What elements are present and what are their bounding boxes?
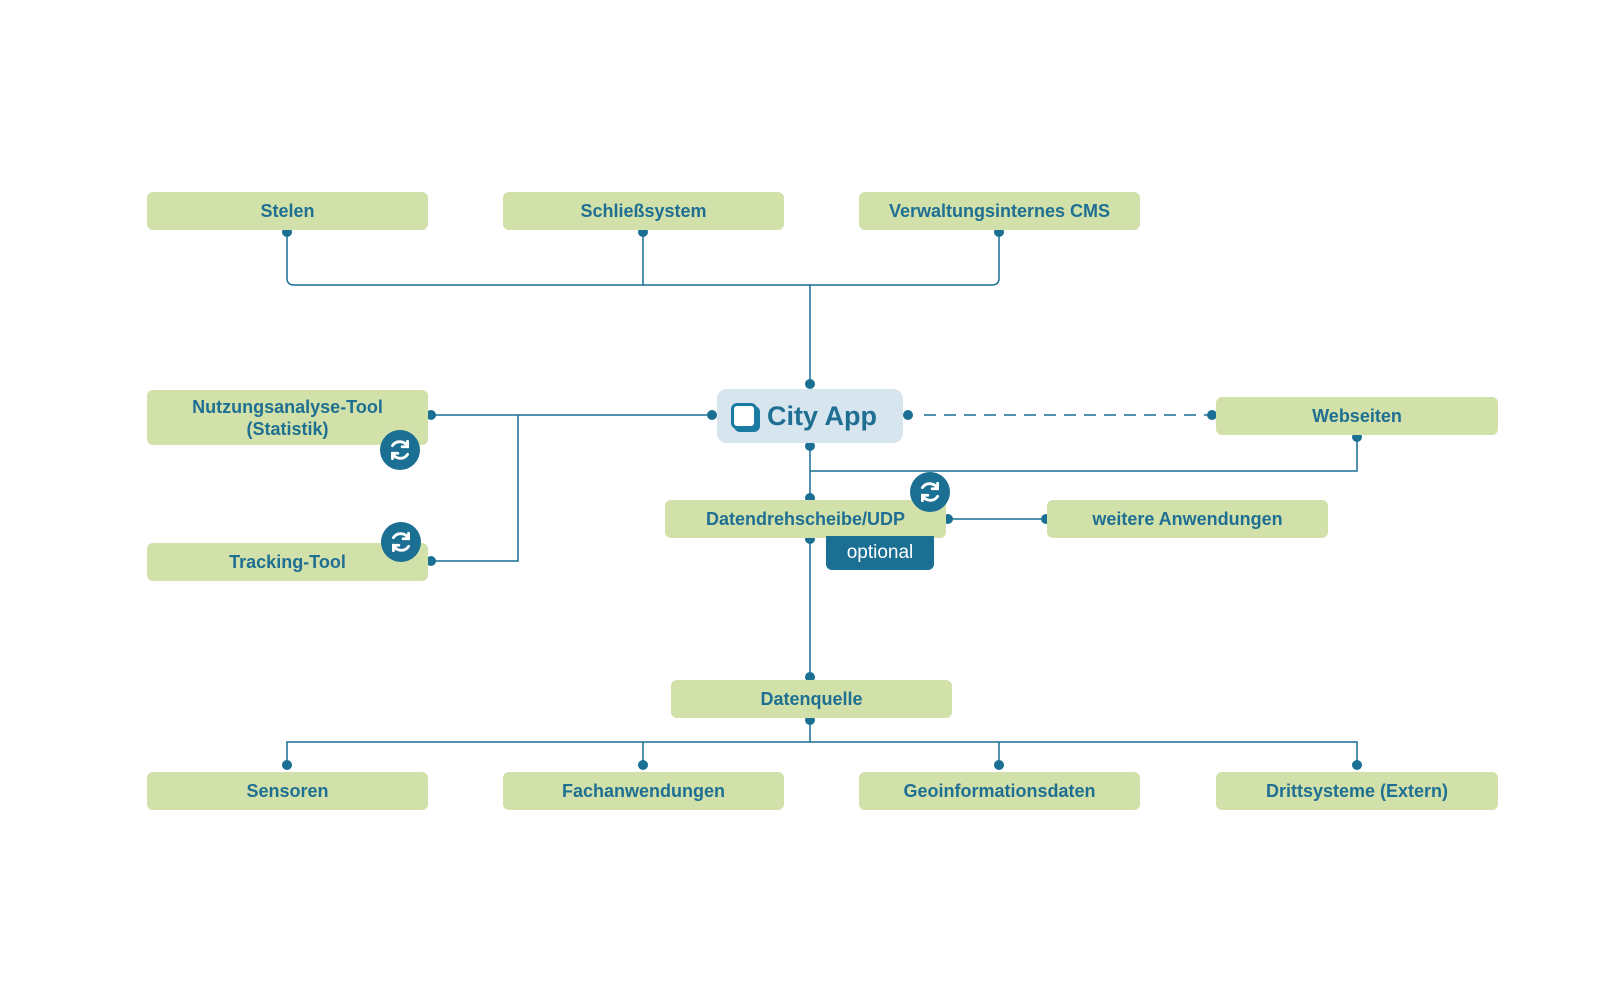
- port-dot: [994, 760, 1004, 770]
- port-dot: [805, 379, 815, 389]
- node-fachanwendungen[interactable]: Fachanwendungen: [503, 772, 784, 810]
- node-label: Fachanwendungen: [561, 781, 725, 801]
- node-label: Nutzungsanalyse-Tool (Statistik): [192, 396, 383, 439]
- node-datendrehscheibe[interactable]: Datendrehscheibe/UDP: [665, 500, 946, 538]
- port-dot: [805, 672, 815, 682]
- port-dot: [426, 410, 436, 420]
- node-label: weitere Anwendungen: [1092, 509, 1283, 529]
- bottom-sources-connector: [286, 741, 1358, 765]
- node-geoinformationsdaten[interactable]: Geoinformationsdaten: [859, 772, 1140, 810]
- webseiten-connector: [810, 437, 1358, 472]
- port-dot: [903, 410, 913, 420]
- port-dot: [805, 441, 815, 451]
- node-city-app[interactable]: City App: [717, 389, 903, 443]
- tracking-connector: [431, 415, 519, 562]
- sync-icon: [380, 430, 420, 470]
- node-label: Tracking-Tool: [229, 552, 346, 572]
- port-dot: [1207, 410, 1217, 420]
- node-label: Sensoren: [246, 781, 329, 801]
- node-stelen[interactable]: Stelen: [147, 192, 428, 230]
- node-label: Datenquelle: [760, 689, 863, 709]
- app-window-icon: [731, 403, 757, 429]
- node-drittsysteme[interactable]: Drittsysteme (Extern): [1216, 772, 1498, 810]
- optional-badge: optional: [826, 536, 934, 570]
- node-label: Verwaltungsinternes CMS: [888, 201, 1111, 221]
- node-label: Schließsystem: [580, 201, 707, 221]
- node-datenquelle[interactable]: Datenquelle: [671, 680, 952, 718]
- sync-icon: [381, 522, 421, 562]
- node-schliesssystem[interactable]: Schließsystem: [503, 192, 784, 230]
- city-app-label: City App: [767, 400, 877, 431]
- node-label: Stelen: [260, 201, 315, 221]
- port-dot: [638, 760, 648, 770]
- node-tracking-tool[interactable]: Tracking-Tool: [147, 543, 428, 581]
- node-sensoren[interactable]: Sensoren: [147, 772, 428, 810]
- port-dot: [1352, 760, 1362, 770]
- node-verwaltungsinternes-cms[interactable]: Verwaltungsinternes CMS: [859, 192, 1140, 230]
- port-dot: [707, 410, 717, 420]
- port-dot: [426, 556, 436, 566]
- node-label: Geoinformationsdaten: [903, 781, 1096, 801]
- node-nutzungsanalyse-tool[interactable]: Nutzungsanalyse-Tool (Statistik): [147, 390, 428, 445]
- node-label: Datendrehscheibe/UDP: [705, 509, 906, 529]
- port-dot: [282, 760, 292, 770]
- node-webseiten[interactable]: Webseiten: [1216, 397, 1498, 435]
- node-label: Webseiten: [1312, 406, 1402, 426]
- sync-icon: [910, 472, 950, 512]
- node-weitere-anwendungen[interactable]: weitere Anwendungen: [1047, 500, 1328, 538]
- node-label: Drittsysteme (Extern): [1265, 781, 1449, 801]
